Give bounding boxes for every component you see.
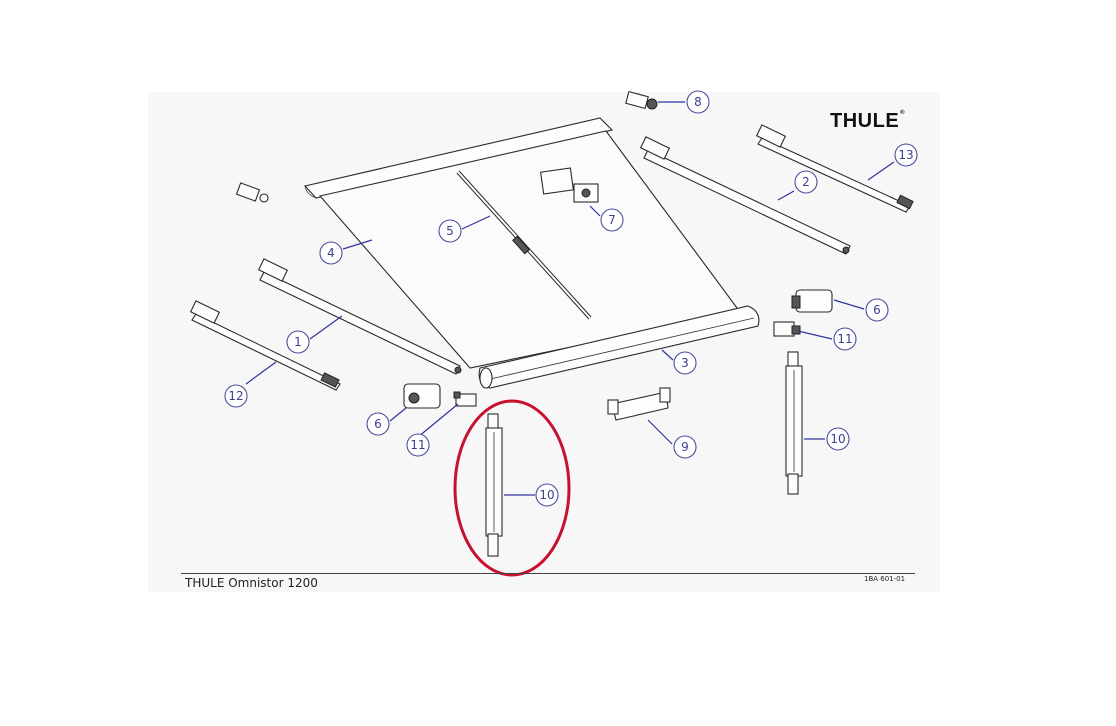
part-1-arm <box>257 258 462 375</box>
part-9-bracket <box>607 387 671 421</box>
svg-text:11: 11 <box>410 438 425 452</box>
callout-2: 2 <box>794 170 818 194</box>
part-screw-fitting-left <box>235 182 269 203</box>
part-12-arm <box>189 300 341 391</box>
callout-6-left: 6 <box>366 412 390 436</box>
callout-10-highlighted: 10 <box>535 483 559 507</box>
svg-text:10: 10 <box>830 432 845 446</box>
svg-text:10: 10 <box>539 488 554 502</box>
callout-5: 5 <box>438 219 462 243</box>
part-2-arm <box>639 136 851 255</box>
part-8-end-cap <box>625 90 658 110</box>
part-10-leg-left <box>485 413 503 557</box>
drawing-code: 1BA 601-01 <box>864 575 906 583</box>
svg-text:4: 4 <box>327 246 335 260</box>
part-7-bracket <box>539 167 599 203</box>
part-6-end-cap-right <box>791 289 833 313</box>
callout-3: 3 <box>673 351 697 375</box>
callout-1: 1 <box>286 330 310 354</box>
svg-text:6: 6 <box>374 417 382 431</box>
footer-divider <box>181 573 915 574</box>
callout-8: 8 <box>686 90 710 114</box>
part-10-leg-right <box>785 351 803 495</box>
svg-text:8: 8 <box>694 95 702 109</box>
callout-10-right: 10 <box>826 427 850 451</box>
svg-text:6: 6 <box>873 303 881 317</box>
highlight-ring <box>453 399 571 577</box>
thule-logo: THULE® <box>830 110 906 132</box>
callout-4: 4 <box>319 241 343 265</box>
svg-text:1: 1 <box>294 335 302 349</box>
svg-text:2: 2 <box>802 175 810 189</box>
callout-7: 7 <box>600 208 624 232</box>
part-5-tension-rod <box>456 170 592 320</box>
part-11-bracket-right <box>773 321 801 337</box>
callout-12: 12 <box>224 384 248 408</box>
part-6-end-cap-left <box>403 383 441 409</box>
svg-text:12: 12 <box>228 389 243 403</box>
callout-11-left: 11 <box>406 433 430 457</box>
part-11-bracket-left <box>453 391 477 407</box>
leader-lines <box>245 101 895 496</box>
drawing-title: THULE Omnistor 1200 <box>185 576 318 590</box>
callout-13: 13 <box>894 143 918 167</box>
part-3-front-profile <box>478 305 760 389</box>
part-13-arm <box>755 124 914 213</box>
callout-11-right: 11 <box>833 327 857 351</box>
callout-9: 9 <box>673 435 697 459</box>
svg-text:9: 9 <box>681 440 689 454</box>
svg-text:11: 11 <box>837 332 852 346</box>
svg-text:13: 13 <box>898 148 913 162</box>
svg-text:7: 7 <box>608 213 616 227</box>
svg-text:5: 5 <box>446 224 454 238</box>
callout-6-right: 6 <box>865 298 889 322</box>
svg-text:3: 3 <box>681 356 689 370</box>
